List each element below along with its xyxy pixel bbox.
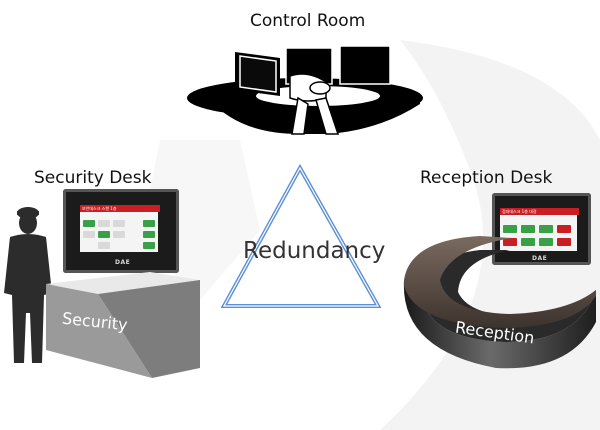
reception-panel-tile (521, 225, 535, 233)
security-panel-tile (143, 242, 155, 249)
security-panel-header: 보안데스크 스캔 1층 (80, 205, 160, 212)
security-panel-tile (83, 231, 95, 238)
control-room-title: Control Room (250, 11, 366, 31)
reception-panel-tile (557, 238, 571, 246)
security-touch-panel: 보안데스크 스캔 1층 DAE (63, 189, 179, 273)
person-silhouette (4, 207, 52, 363)
reception-desk-title: Reception Desk (420, 168, 553, 188)
reception-panel-tile (503, 238, 517, 246)
security-panel-tile (98, 220, 110, 227)
security-panel-tile (98, 231, 110, 238)
reception-panel-tile (503, 225, 517, 233)
security-panel-tile (113, 220, 125, 227)
redundancy-label: Redundancy (243, 238, 386, 264)
security-panel-tile (143, 231, 155, 238)
redundancy-triangle (220, 163, 382, 308)
reception-desk (403, 236, 596, 369)
reception-panel-logo: DAE (532, 255, 548, 262)
security-desk-title: Security Desk (34, 168, 152, 188)
reception-panel-tile (557, 225, 571, 233)
security-desk (46, 272, 200, 378)
security-panel-tile (83, 220, 95, 227)
monitor-right (339, 45, 391, 85)
control-room-illustration (187, 45, 423, 135)
security-panel-tile (143, 220, 155, 227)
reception-panel-tile (521, 238, 535, 246)
reception-panel-header: 접대데스크 1층 대정 (500, 208, 579, 215)
reception-panel-tile (539, 225, 553, 233)
security-panel-tile (98, 242, 110, 249)
reception-touch-panel: 접대데스크 1층 대정 DAE (492, 193, 591, 265)
security-panel-logo: DAE (115, 259, 131, 266)
security-panel-tile (113, 231, 125, 238)
reception-panel-tile (539, 238, 553, 246)
monitor-left (235, 52, 280, 96)
